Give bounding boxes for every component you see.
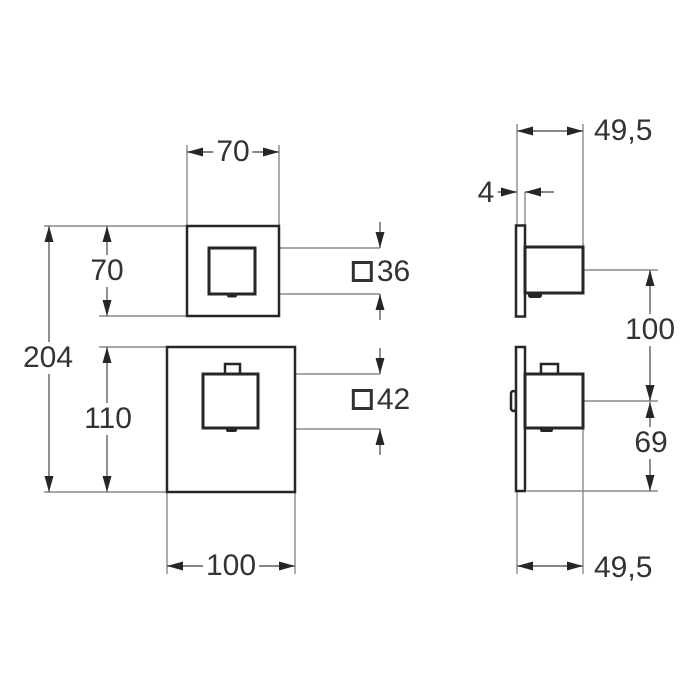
arrow-thickness-left <box>501 187 517 197</box>
arrow-100right-up <box>645 270 655 286</box>
arrow-204-up <box>44 226 54 242</box>
front-bottom-knob-indicator-mark <box>226 427 237 432</box>
front-view-bottom <box>165 345 297 494</box>
front-bottom-knob <box>201 372 260 430</box>
arrow-70top-left <box>187 147 203 157</box>
plate-thickness-label: 4 <box>474 177 498 209</box>
arrow-204-down <box>44 476 54 492</box>
side-depth-top-label: 49,5 <box>591 115 656 147</box>
arrow-70top-right <box>263 147 279 157</box>
arrow-knob42-up <box>375 429 385 445</box>
knob-bottom-size-value: 42 <box>376 383 411 416</box>
knob-top-size-label: 36 <box>348 255 414 288</box>
front-top-knob-indicator-mark <box>227 292 237 298</box>
overall-height-label: 204 <box>19 342 77 374</box>
arrow-thickness-right <box>525 187 541 197</box>
side-view-top <box>514 224 585 318</box>
arrow-100bottom-left <box>167 561 183 571</box>
arrow-70left-up <box>102 226 112 242</box>
front-top-knob <box>207 246 257 296</box>
arrow-knob42-down <box>375 358 385 374</box>
front-top-width-label: 70 <box>213 136 253 168</box>
arrow-495bottom-right <box>567 561 583 571</box>
square-symbol-icon <box>351 389 373 410</box>
arrow-100right-down <box>645 385 655 401</box>
knob-bottom-size-label: 42 <box>348 383 414 416</box>
front-bottom-width-label: 100 <box>202 550 260 582</box>
arrow-70left-down <box>102 300 112 316</box>
arrow-knob36-down <box>375 232 385 248</box>
front-top-height-label: 70 <box>87 255 127 287</box>
side-view-bottom <box>509 345 585 493</box>
front-view-top <box>185 224 281 318</box>
side-top-body <box>523 245 585 295</box>
arrow-110-up <box>102 347 112 363</box>
side-top-body-indicator-mark <box>528 292 542 298</box>
arrow-knob36-up <box>375 294 385 310</box>
arrow-495bottom-left <box>517 561 533 571</box>
side-bottom-body <box>523 372 585 430</box>
arrow-495top-left <box>517 126 533 136</box>
knob-center-spacing-label: 100 <box>621 314 679 346</box>
square-symbol-icon <box>351 261 373 282</box>
arrow-110-down <box>102 476 112 492</box>
extension-lines <box>44 124 658 574</box>
arrow-69-down <box>645 475 655 491</box>
dimension-lines <box>48 130 651 567</box>
arrow-100bottom-right <box>279 561 295 571</box>
front-bottom-height-label: 110 <box>81 403 135 435</box>
arrow-69-up <box>645 402 655 418</box>
arrowheads <box>44 126 655 571</box>
arrow-495top-right <box>567 126 583 136</box>
side-bottom-body-indicator-mark <box>540 427 553 432</box>
knob-top-size-value: 36 <box>376 255 411 288</box>
knob-center-to-bottom-label: 69 <box>631 427 671 459</box>
side-depth-bottom-label: 49,5 <box>591 552 656 584</box>
